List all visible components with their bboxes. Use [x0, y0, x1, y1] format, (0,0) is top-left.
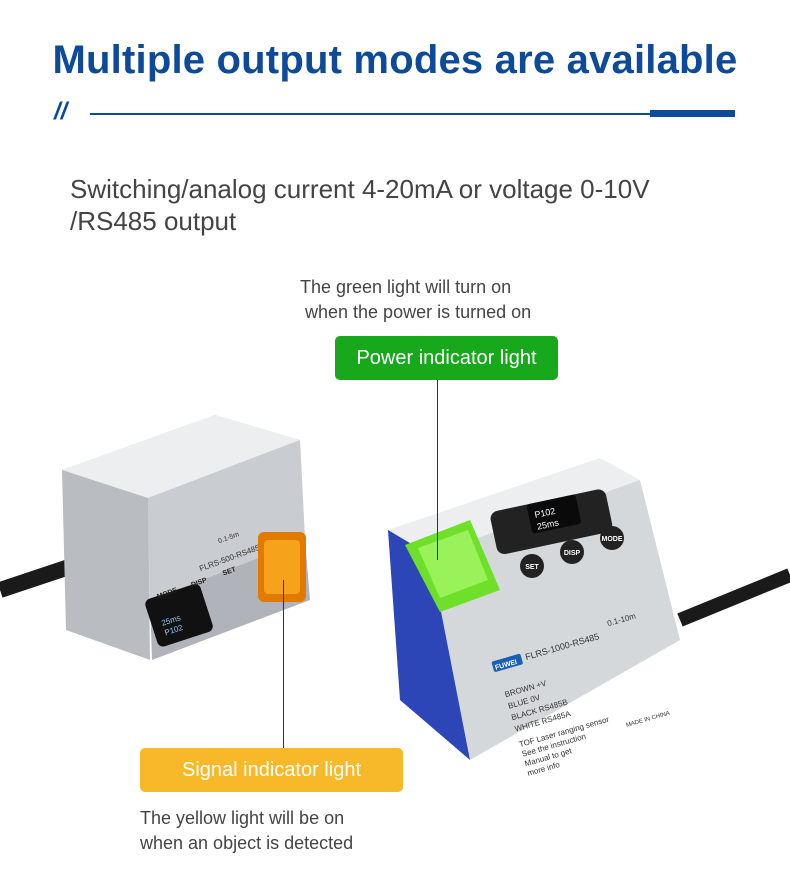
power-indicator-label: Power indicator light	[335, 336, 558, 380]
right-display-line-2: 25ms	[536, 517, 560, 531]
right-sensor: P102 25ms SET DISP MODE FUWEI FLRS-1000-…	[388, 458, 680, 778]
made-in-label: MADE IN CHINA	[625, 711, 670, 729]
right-button-set[interactable]: SET	[525, 564, 539, 571]
right-display-line-1: P102	[534, 506, 557, 520]
right-button-mode[interactable]: MODE	[602, 536, 623, 543]
left-button-set[interactable]: SET	[222, 566, 238, 577]
subtitle-line-2: /RS485 output	[70, 206, 237, 236]
left-sensor: P102 25ms FLRS-500-RS485 0.1-5m SET DISP…	[62, 415, 310, 660]
right-cable	[677, 568, 790, 627]
signal-indicator-label: Signal indicator light	[140, 748, 403, 792]
divider-mark: //	[54, 98, 68, 125]
power-caption-line-1: The green light will turn on	[300, 277, 512, 297]
power-caption-line-2: when the power is turned on	[305, 302, 532, 322]
power-callout-line	[437, 380, 438, 560]
right-button-disp[interactable]: DISP	[564, 550, 581, 557]
signal-light	[264, 540, 300, 594]
signal-callout-line	[283, 580, 284, 748]
signal-caption-line-2: when an object is detected	[140, 833, 354, 853]
divider-accent	[650, 110, 735, 117]
subtitle-line-1: Switching/analog current 4-20mA or volta…	[70, 174, 650, 204]
page-title: Multiple output modes are available	[52, 38, 738, 82]
divider-line	[90, 113, 650, 115]
signal-caption-line-1: The yellow light will be on	[140, 808, 345, 828]
